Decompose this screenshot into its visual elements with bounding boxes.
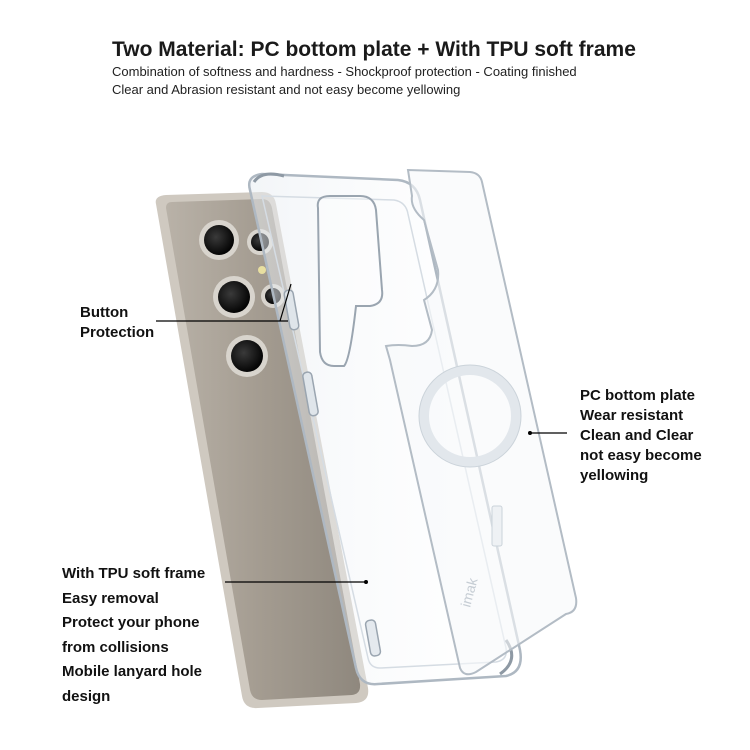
callout-line: Button [80, 304, 129, 321]
flash [258, 266, 266, 274]
callout-line: yellowing [580, 467, 649, 484]
lanyard-hole [364, 619, 382, 657]
phone-back [166, 199, 361, 700]
callout-line: With TPU soft frame [62, 565, 206, 582]
callout-line: Clean and Clear [580, 427, 694, 444]
callout-line: Easy removal [62, 589, 159, 607]
leader-dot-pc [528, 431, 532, 435]
subtitle-line-2: Clear and Abrasion resistant and not eas… [112, 82, 461, 97]
magsafe-ring-edge [418, 364, 522, 468]
camera-cutout [316, 195, 384, 367]
magsafe-alignment-bar [491, 505, 503, 547]
callout-tpu-frame: With TPU soft frame Easy removal Protect… [62, 562, 205, 709]
callout-button-protection: Button Protection [80, 303, 154, 343]
leader-dot-tpu [364, 580, 368, 584]
callout-line: Mobile lanyard hole [62, 663, 203, 680]
callout-line: not easy become [580, 447, 702, 464]
callout-line: PC bottom plate [580, 387, 695, 404]
leader-line-button-diag [279, 283, 292, 322]
pc-bottom-plate: imak [384, 168, 578, 676]
callout-line: from collisions [62, 638, 169, 656]
side-button-cover [283, 289, 300, 331]
callout-line: Protection [80, 324, 155, 341]
corner-bumper [252, 172, 285, 183]
callout-pc-bottom-plate: PC bottom plate Wear resistant Clean and… [580, 386, 702, 486]
camera-lens [226, 335, 268, 377]
magsafe-ring [419, 365, 521, 467]
imak-logo: imak [457, 575, 480, 609]
camera-lens [199, 220, 239, 260]
callout-line: Wear resistant [580, 407, 684, 424]
side-button-cover [302, 371, 319, 417]
subtitle-line-1: Combination of softness and hardness - S… [112, 64, 577, 79]
callout-line: design [62, 687, 111, 705]
camera-lens [213, 276, 255, 318]
page-title: Two Material: PC bottom plate + With TPU… [112, 38, 636, 61]
callout-line: Protect your phone [62, 614, 200, 631]
